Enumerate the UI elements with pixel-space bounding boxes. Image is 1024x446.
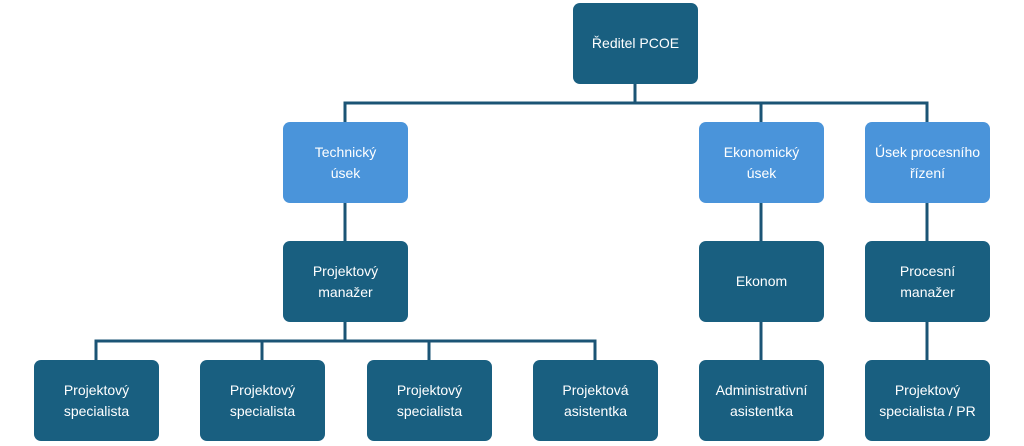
node-usek-procesniho-rizeni: Úsek procesního řízení (865, 122, 990, 203)
node-label-line1: Procesní (899, 262, 956, 279)
node-label-line1: Projektový (63, 381, 130, 398)
node-projektovy-manazer: Projektový manažer (283, 241, 408, 322)
node-label-line2: specialista (63, 402, 130, 419)
node-label: Ekonom (735, 273, 788, 289)
node-label-line2: asistentka (563, 402, 628, 419)
node-ekonomicky-usek: Ekonomický úsek (699, 122, 824, 203)
node-label-line1: Úsek procesního (874, 143, 981, 160)
node-label-line2: manažer (900, 283, 955, 300)
node-label-line1: Projektový (229, 381, 296, 398)
node-projektovy-specialista-2: Projektový specialista (200, 360, 325, 441)
node-label-line2: specialista / PR (879, 402, 976, 419)
node-projektovy-specialista-3: Projektový specialista (367, 360, 492, 441)
node-label-line2: úsek (330, 164, 361, 181)
node-label-line1: Projektový (396, 381, 463, 398)
node-label-line1: Technický (314, 143, 377, 160)
node-administrativni-asistentka: Administrativní asistentka (699, 360, 824, 441)
node-projektova-asistentka: Projektová asistentka (533, 360, 658, 441)
node-label: Ředitel PCOE (591, 35, 680, 51)
node-label-line1: Projektový (312, 262, 379, 279)
node-technicky-usek: Technický úsek (283, 122, 408, 203)
node-label-line2: specialista (396, 402, 463, 419)
node-label-line1: Ekonomický (723, 143, 800, 160)
node-label-line2: úsek (746, 164, 777, 181)
node-ekonom: Ekonom (699, 241, 824, 322)
node-procesni-manazer: Procesní manažer (865, 241, 990, 322)
node-label-line1: Administrativní (715, 381, 808, 398)
node-label-line2: řízení (909, 164, 945, 181)
node-label-line1: Projektová (562, 381, 629, 398)
node-label-line1: Projektový (894, 381, 961, 398)
node-projektovy-specialista-1: Projektový specialista (34, 360, 159, 441)
node-label-line2: asistentka (729, 402, 794, 419)
node-projektovy-specialista-pr: Projektový specialista / PR (865, 360, 990, 441)
node-label-line2: specialista (229, 402, 296, 419)
node-reditel-pcoe: Ředitel PCOE (573, 3, 698, 84)
node-label-line2: manažer (318, 283, 373, 300)
